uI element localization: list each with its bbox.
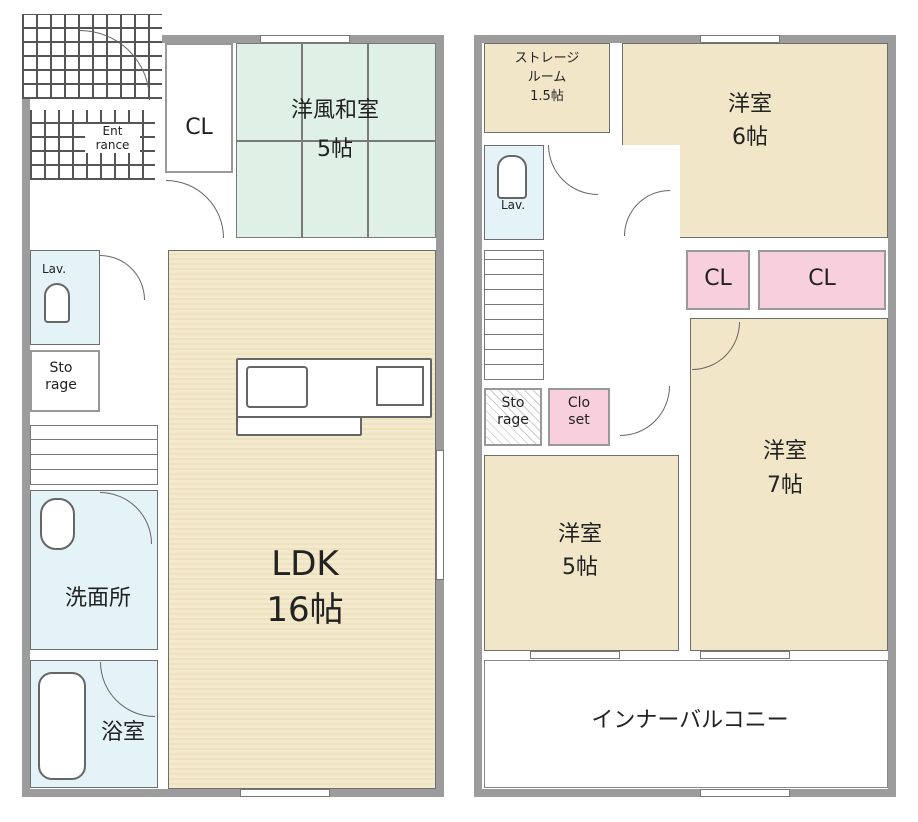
entrance-label: Ent rance (85, 124, 140, 153)
tatami-5 (302, 141, 368, 238)
floor1-window-right (436, 450, 444, 580)
floor1-cl-room (165, 43, 233, 173)
washitsu-label: 洋風和室 5帖 (290, 98, 379, 162)
floor2-window-top-1 (700, 35, 780, 43)
ldk-room (168, 250, 436, 789)
floor1-window-bottom (240, 789, 330, 797)
floor2-toilet-icon (497, 155, 527, 199)
bathtub-icon (38, 672, 86, 780)
floor2-window-bottom-3 (700, 789, 790, 797)
inner-balcony (484, 660, 888, 788)
floor2-stairs (484, 250, 544, 380)
floor2-window-bottom-1 (530, 651, 620, 659)
closet-label: Clo set (567, 395, 591, 428)
floor2-cl1-room (686, 250, 750, 310)
floor2-storage-room (484, 388, 542, 446)
room6-label: 洋室 6帖 (727, 92, 772, 150)
tatami-6 (368, 141, 436, 238)
floor2-cl2-room (758, 250, 886, 310)
kitchen-sink-icon (246, 366, 308, 408)
inner-balcony-label: インナーバルコニー (591, 708, 789, 733)
kitchen-bar-counter (236, 416, 362, 436)
floor1-lav-label: Lav. (41, 262, 67, 276)
yokushitsu-label: 浴室 (100, 720, 145, 745)
senmen-label: 洗面所 (64, 586, 131, 611)
floor2-window-bottom-2 (700, 651, 790, 659)
closet-room (548, 388, 610, 446)
floor1-cl-label: CL (185, 115, 213, 140)
floor2-cl1-label: CL (704, 266, 732, 291)
floor2-lav-label: Lav. (500, 198, 526, 212)
floor1-window-top (260, 35, 350, 43)
floor2-storage-label: Sto rage (497, 395, 529, 428)
tatami-2 (302, 43, 368, 141)
floor2-cl2-label: CL (808, 266, 836, 291)
tatami-1 (236, 43, 302, 141)
washbasin-icon (40, 498, 75, 550)
tatami-4 (236, 141, 302, 238)
storage-room (484, 43, 610, 133)
room5-label: 洋室 5帖 (557, 522, 602, 580)
stove-icon (376, 366, 424, 406)
storage-room-label: ストレージ ルーム 1.5帖 (514, 51, 580, 104)
floor1-storage-label: Sto rage (45, 360, 77, 393)
floor1-stairs (30, 425, 158, 485)
tatami-3 (368, 43, 436, 141)
room7 (690, 318, 888, 651)
floor1-toilet-icon (44, 283, 70, 323)
floor1-storage-room (30, 350, 100, 412)
room7-label: 洋室 7帖 (762, 439, 807, 499)
ldk-label: LDK 16帖 (266, 544, 344, 630)
room5 (484, 455, 679, 651)
